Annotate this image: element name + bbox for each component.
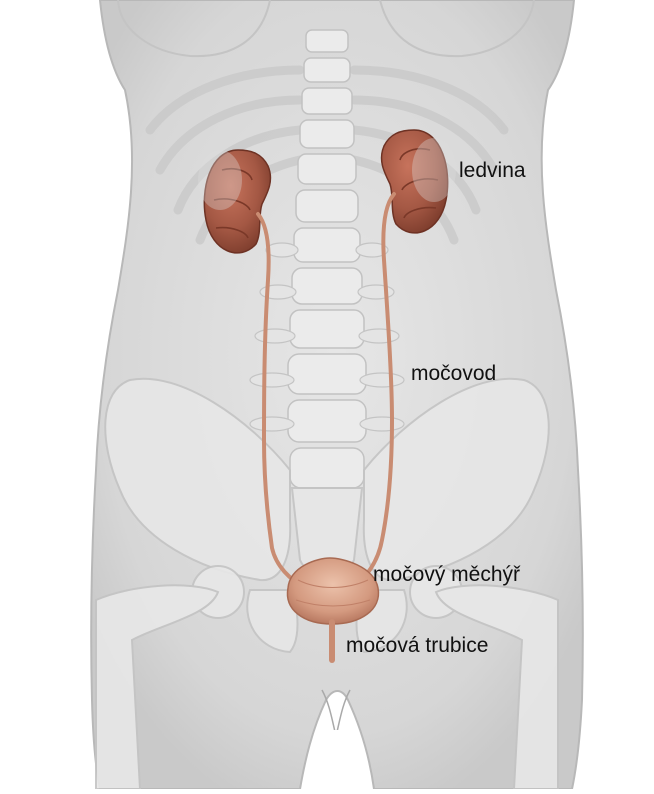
label-ureter: močovod	[411, 363, 496, 384]
label-kidney: ledvina	[459, 160, 526, 181]
label-bladder: močový měchýř	[373, 564, 520, 585]
label-urethra: močová trubice	[346, 635, 488, 656]
